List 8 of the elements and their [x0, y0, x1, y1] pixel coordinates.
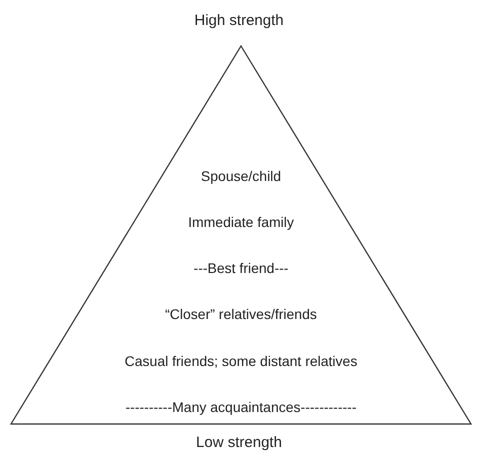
tier-label: Immediate family	[188, 215, 294, 229]
axis-label: High strength	[194, 11, 284, 31]
tier-label: Spouse/child	[200, 169, 282, 183]
tier-label: Casual friends; some distant relatives	[124, 354, 358, 368]
tier-label: ----------Many acquaintances------------	[126, 400, 356, 414]
tier-label: “Closer” relatives/friends	[165, 307, 317, 321]
tier-label: ---Best friend---	[194, 261, 288, 275]
axis-label: Low strength	[196, 433, 282, 453]
